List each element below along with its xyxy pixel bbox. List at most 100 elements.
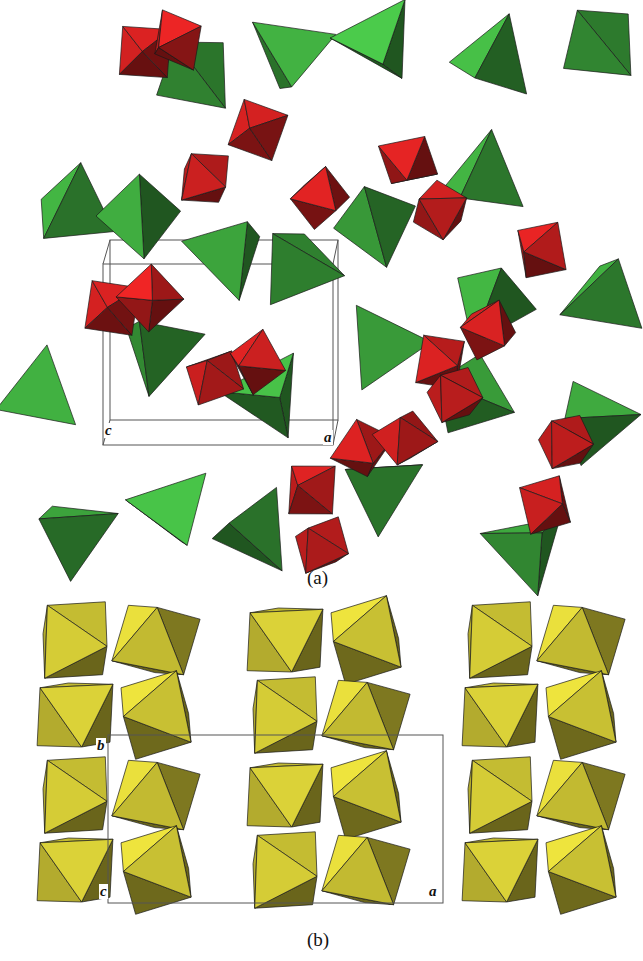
octahedron [112, 605, 200, 674]
tetrahedron [182, 222, 260, 301]
polyhedron-face [116, 264, 152, 300]
polyhedron-face [239, 366, 286, 395]
polyhedron-face [229, 487, 282, 570]
polyhedron-face [475, 14, 527, 94]
octahedron [537, 760, 625, 829]
polyhedron-face [548, 826, 616, 898]
polyhedron-face [112, 762, 184, 829]
polyhedron-face [151, 264, 184, 300]
octahedron [518, 222, 566, 277]
axis-label: a [323, 430, 333, 445]
polyhedron-face [116, 297, 152, 332]
panel-label: (b) [307, 930, 329, 949]
tetrahedron [480, 518, 560, 596]
tetrahedron [564, 10, 631, 75]
axis-label: c [104, 423, 113, 438]
polyhedron-face [123, 671, 191, 743]
polyhedron-face [524, 222, 566, 269]
polyhedron-face [298, 466, 335, 514]
polyhedron-face [45, 605, 107, 678]
octahedron [253, 677, 317, 753]
polyhedron-face [480, 533, 542, 596]
polyhedron-face [253, 22, 336, 87]
polyhedron-face [250, 609, 323, 672]
polyhedron-face [182, 154, 226, 200]
unit-cell-edge [333, 240, 338, 264]
polyhedron-face [255, 835, 317, 908]
octahedron [537, 605, 625, 674]
polyhedron-face [96, 174, 144, 259]
polyhedron-face [39, 514, 118, 582]
polyhedron-face [539, 421, 553, 469]
polyhedron-face [520, 488, 563, 535]
octahedron [296, 517, 349, 573]
polyhedron-face [250, 764, 323, 827]
polyhedron-face [290, 167, 335, 211]
polyhedron-face [330, 419, 373, 463]
tetrahedron [345, 465, 422, 537]
octahedron [468, 602, 532, 678]
octahedron [462, 683, 538, 747]
polyhedron-face [322, 682, 394, 749]
tetrahedron [253, 22, 336, 88]
octahedron [546, 671, 616, 760]
polyhedron-face [250, 115, 288, 160]
unit-cell [108, 735, 443, 903]
polyhedron-face [419, 198, 467, 240]
octahedron [228, 99, 288, 160]
octahedron [546, 826, 616, 915]
octahedron [230, 329, 285, 394]
octahedron [462, 838, 538, 902]
octahedron [331, 596, 401, 685]
tetrahedron [212, 487, 282, 570]
polyhedron-face [419, 180, 467, 199]
tetrahedron [449, 14, 526, 94]
tetrahedron [330, 0, 405, 78]
polyhedron-face [364, 187, 415, 268]
polyhedron-face [564, 10, 631, 75]
polyhedron-face [441, 375, 483, 422]
polyhedron-face [45, 760, 107, 833]
polyhedron-face [322, 837, 394, 904]
polyhedron-face [427, 375, 442, 422]
panel-label: (a) [307, 568, 328, 587]
octahedron [378, 137, 437, 184]
octahedron [539, 415, 594, 468]
tetrahedron [96, 174, 181, 259]
polyhedron-face [565, 381, 641, 418]
octahedron [289, 466, 335, 514]
octahedron [331, 751, 401, 840]
octahedron [322, 835, 410, 904]
octahedron [413, 180, 466, 240]
polyhedron-face [378, 137, 424, 181]
polyhedron-face [0, 345, 76, 425]
octahedron [253, 832, 317, 908]
polyhedron-face [139, 174, 180, 259]
polyhedron-face [112, 607, 184, 674]
octahedron [468, 757, 532, 833]
tetrahedron [560, 259, 642, 328]
polyhedron-face [159, 26, 202, 70]
polyhedron-face [306, 528, 349, 573]
octahedron [121, 826, 191, 915]
octahedron [460, 300, 515, 360]
octahedron [247, 608, 323, 672]
polyhedron-face [460, 130, 523, 207]
octahedron [43, 757, 107, 833]
octahedron [247, 763, 323, 827]
polyhedron-face [548, 671, 616, 743]
polyhedron-face [372, 418, 400, 465]
polyhedron-face [465, 684, 538, 747]
polyhedron-face [126, 473, 206, 545]
octahedron [121, 671, 191, 760]
polyhedron-face [123, 826, 191, 898]
octahedron [182, 154, 229, 203]
polyhedron-face [397, 418, 438, 465]
tetrahedron [41, 163, 114, 239]
tetrahedron [126, 473, 206, 545]
polyhedron-face [182, 222, 248, 301]
axis-label: b [96, 738, 106, 753]
polyhedron-face [460, 300, 504, 346]
